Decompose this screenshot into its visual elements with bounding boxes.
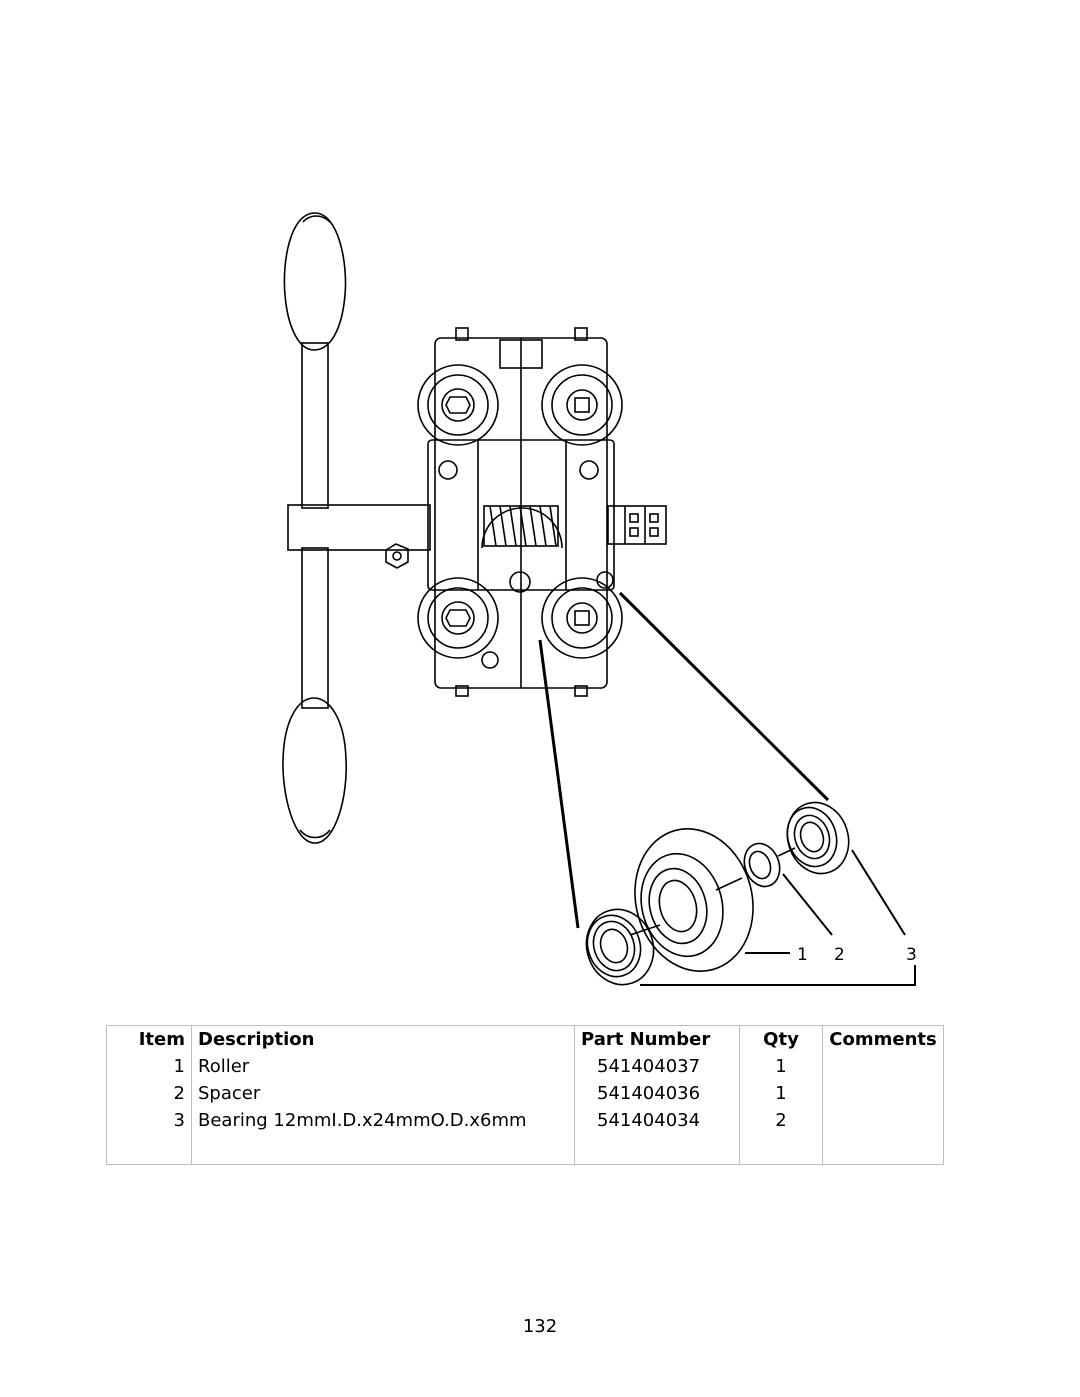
- cell-qty: 1: [739, 1053, 823, 1080]
- cell-part-number: 541404037: [574, 1053, 740, 1080]
- handle-nut: [385, 543, 409, 569]
- callout-label-3: 3: [906, 945, 917, 965]
- roller-exploded: [634, 828, 754, 972]
- cell-comments: [822, 1107, 944, 1134]
- roller-top-right: [541, 364, 623, 446]
- callout-label-2: 2: [834, 945, 845, 965]
- callout-leader-3: [851, 849, 906, 936]
- table-row: 2 Spacer 541404036 1: [106, 1080, 944, 1107]
- header-qty: Qty: [739, 1025, 823, 1053]
- center-hole: [509, 571, 531, 593]
- parts-table: Item Description Part Number Qty Comment…: [106, 1025, 944, 1165]
- callout-label-1: 1: [797, 945, 808, 965]
- assembly-axis: [629, 924, 661, 936]
- handle-crossbar: [287, 504, 431, 551]
- spacer-exploded: [743, 842, 781, 888]
- bearing-left: [585, 908, 655, 986]
- cell-item: 2: [106, 1080, 192, 1107]
- assembly-axis: [777, 847, 796, 857]
- handle-grip-top: [283, 212, 347, 351]
- cell-item: 1: [106, 1053, 192, 1080]
- handle-shaft-top: [301, 342, 329, 509]
- table-row-empty: [106, 1134, 944, 1165]
- screw-icon: [596, 571, 614, 589]
- parts-diagram: 1 2 3: [282, 212, 917, 986]
- table-row: 3 Bearing 12mmI.D.x24mmO.D.x6mm 54140403…: [106, 1107, 944, 1134]
- bearing-right: [786, 801, 850, 875]
- handle-grip-bottom: [282, 697, 348, 844]
- table-header-row: Item Description Part Number Qty Comment…: [106, 1025, 944, 1053]
- cell-description: Spacer: [191, 1080, 575, 1107]
- header-description: Description: [191, 1025, 575, 1053]
- page-number: 132: [522, 1316, 558, 1337]
- leader-line: [618, 591, 830, 802]
- cell-qty: 2: [739, 1107, 823, 1134]
- callout-bracket-3: [640, 965, 916, 986]
- cell-item: 3: [106, 1107, 192, 1134]
- screw-icon: [579, 460, 599, 480]
- screw-icon: [438, 460, 458, 480]
- roller-top-left: [417, 364, 499, 446]
- header-item: Item: [106, 1025, 192, 1053]
- header-comments: Comments: [822, 1025, 944, 1053]
- output-shaft: [607, 505, 667, 545]
- cell-qty: 1: [739, 1080, 823, 1107]
- handle-shaft-bottom: [301, 547, 329, 709]
- header-part-number: Part Number: [574, 1025, 740, 1053]
- screw-icon: [481, 651, 499, 669]
- roller-bottom-left: [417, 577, 499, 659]
- cell-description: Roller: [191, 1053, 575, 1080]
- roller-bottom-right: [541, 577, 623, 659]
- cell-comments: [822, 1053, 944, 1080]
- callout-leader-2: [782, 873, 833, 936]
- cell-comments: [822, 1080, 944, 1107]
- cell-part-number: 541404034: [574, 1107, 740, 1134]
- cell-description: Bearing 12mmI.D.x24mmO.D.x6mm: [191, 1107, 575, 1134]
- worm-gear: [481, 505, 563, 549]
- cell-part-number: 541404036: [574, 1080, 740, 1107]
- leader-line: [538, 639, 580, 929]
- table-row: 1 Roller 541404037 1: [106, 1053, 944, 1080]
- assembly-axis: [715, 877, 743, 891]
